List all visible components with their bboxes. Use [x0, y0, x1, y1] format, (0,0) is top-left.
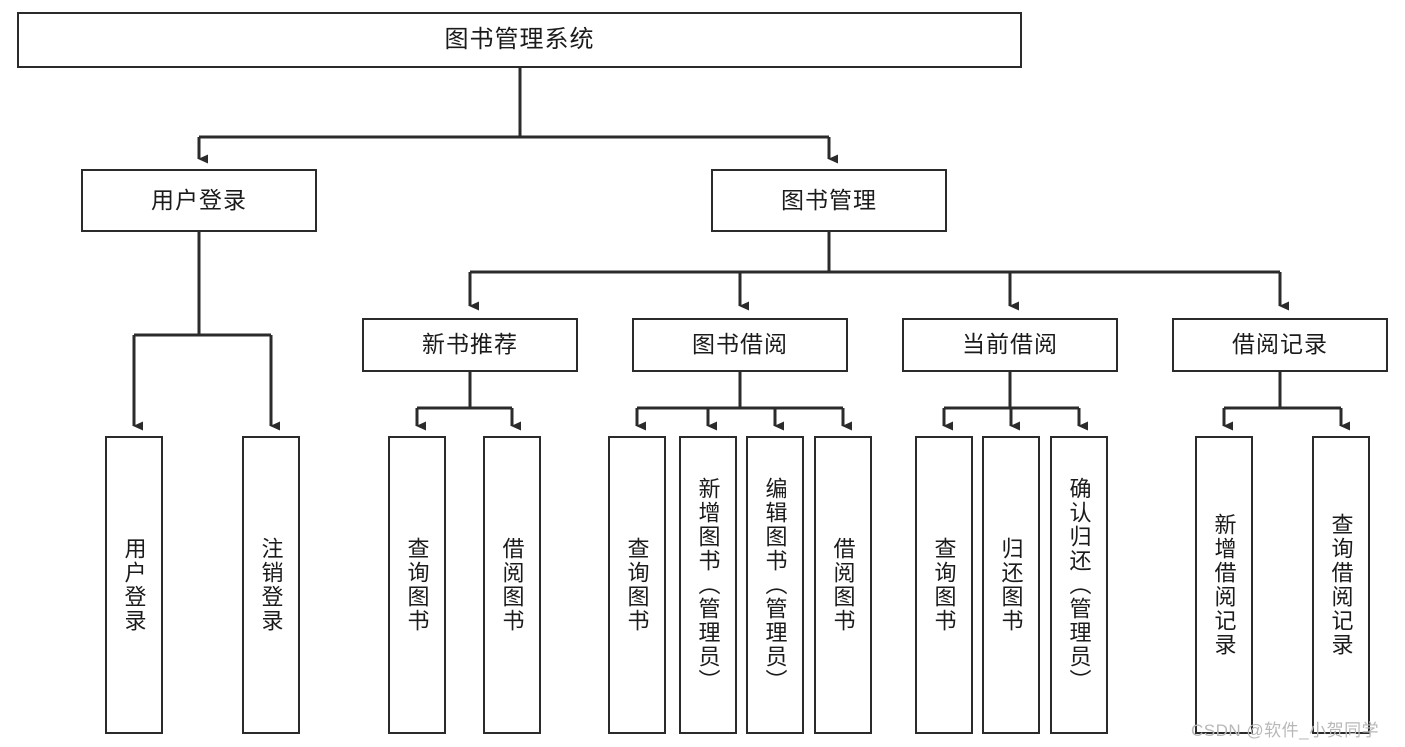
node-label: 新增借阅记录 [1211, 513, 1237, 657]
leaf-borrow-borrow-book[interactable]: 借阅图书 [814, 436, 872, 734]
leaf-borrow-add-book[interactable]: 新增图书（管理员） [679, 436, 737, 734]
csdn-watermark: CSDN @软件_小贺同学 [1191, 721, 1380, 740]
node-root-system[interactable]: 图书管理系统 [17, 12, 1022, 68]
leaf-borrow-query-book[interactable]: 查询图书 [608, 436, 666, 734]
node-label: 图书借阅 [692, 331, 788, 358]
node-label: 借阅图书 [499, 537, 525, 633]
node-current-borrow[interactable]: 当前借阅 [902, 318, 1118, 372]
node-label: 编辑图书（管理员） [762, 477, 788, 693]
node-label: 当前借阅 [962, 331, 1058, 358]
leaf-current-return-book[interactable]: 归还图书 [982, 436, 1040, 734]
node-user-login[interactable]: 用户登录 [81, 169, 317, 232]
node-label: 图书管理 [781, 186, 877, 213]
node-borrow-record[interactable]: 借阅记录 [1172, 318, 1388, 372]
node-label: 图书管理系统 [444, 25, 595, 53]
node-label: 归还图书 [998, 537, 1024, 633]
leaf-user-login-signin[interactable]: 用户登录 [105, 436, 163, 734]
node-book-borrow[interactable]: 图书借阅 [632, 318, 848, 372]
leaf-new-book-borrow[interactable]: 借阅图书 [483, 436, 541, 734]
leaf-current-query-book[interactable]: 查询图书 [915, 436, 973, 734]
node-label: 查询图书 [404, 537, 430, 633]
node-book-management[interactable]: 图书管理 [711, 169, 947, 232]
node-label: 借阅图书 [830, 537, 856, 633]
node-new-book-recommend[interactable]: 新书推荐 [362, 318, 578, 372]
leaf-record-add[interactable]: 新增借阅记录 [1195, 436, 1253, 734]
leaf-borrow-edit-book[interactable]: 编辑图书（管理员） [746, 436, 804, 734]
leaf-new-book-query[interactable]: 查询图书 [388, 436, 446, 734]
node-label: 查询图书 [624, 537, 650, 633]
leaf-record-query[interactable]: 查询借阅记录 [1312, 436, 1370, 734]
node-label: 新书推荐 [422, 331, 518, 358]
node-label: 注销登录 [258, 537, 284, 633]
node-label: 用户登录 [151, 186, 247, 213]
leaf-user-login-signout[interactable]: 注销登录 [242, 436, 300, 734]
node-label: 查询借阅记录 [1328, 513, 1354, 657]
node-label: 查询图书 [931, 537, 957, 633]
node-label: 借阅记录 [1232, 331, 1328, 358]
node-label: 新增图书（管理员） [695, 477, 721, 693]
node-label: 用户登录 [121, 537, 147, 633]
leaf-current-confirm-return[interactable]: 确认归还（管理员） [1050, 436, 1108, 734]
node-label: 确认归还（管理员） [1066, 477, 1092, 693]
